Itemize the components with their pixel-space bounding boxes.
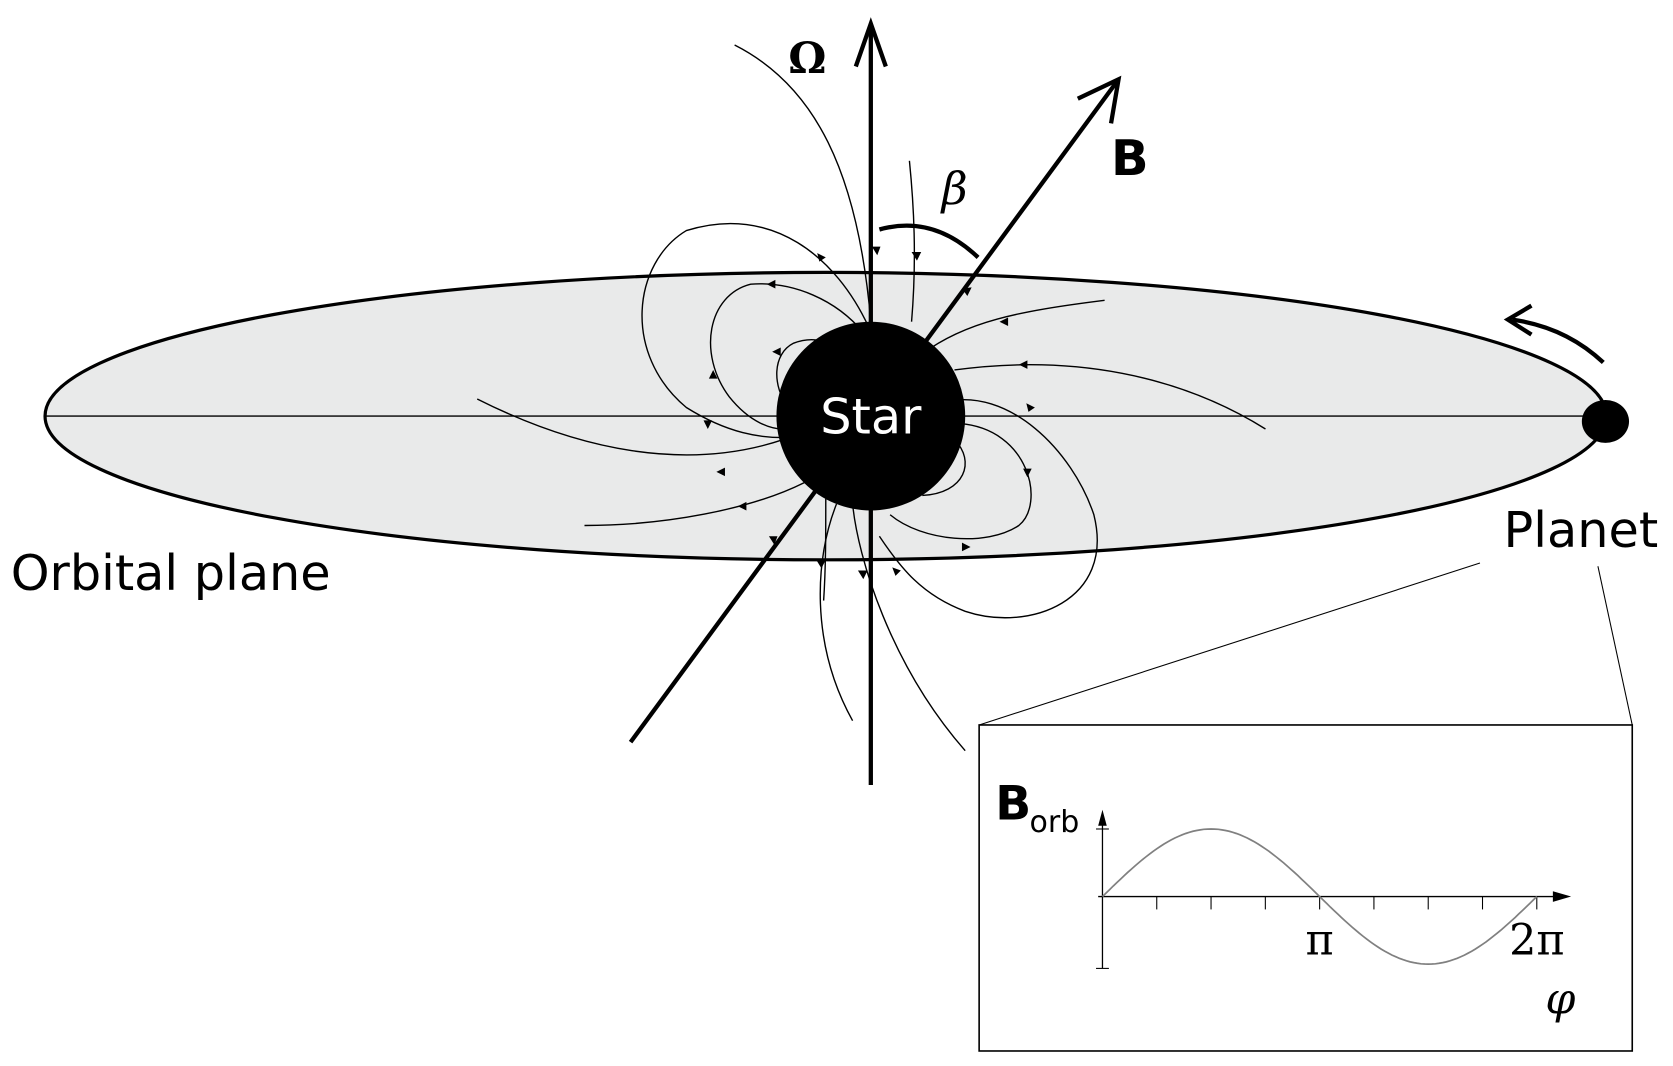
x-axis-arrowhead [1552, 891, 1572, 902]
planet [1581, 400, 1630, 443]
field-line [889, 422, 1032, 540]
magnetic-axis-arrowhead [1076, 75, 1122, 124]
callout-line [1597, 566, 1633, 726]
callout-line [978, 562, 1481, 726]
field-line [922, 439, 966, 497]
field-arrowheads [703, 246, 1035, 580]
field-line [921, 299, 1105, 355]
field-line [851, 503, 966, 752]
omega-label: Ω [788, 34, 826, 84]
x-tick-label: 2π [1509, 915, 1564, 965]
field-line [641, 222, 870, 439]
beta-label: β [940, 162, 968, 215]
x-axis-label: φ [1545, 974, 1575, 1024]
x-tick-label: π [1306, 915, 1334, 965]
field-line [584, 481, 805, 527]
field-line [709, 283, 864, 430]
inset-plot: B orb π 2π φ [978, 724, 1634, 1052]
star [776, 321, 966, 511]
orbit-direction-arrowhead [1503, 303, 1533, 337]
b-axis-label: B [1111, 129, 1149, 187]
field-line [476, 398, 784, 456]
beta-angle-arc [878, 223, 980, 259]
y-axis-label-main: B [995, 776, 1031, 831]
planet-label: Planet [1504, 501, 1659, 559]
star-label: Star [820, 387, 922, 445]
field-line [954, 364, 1266, 430]
b-orb-curve [1101, 828, 1538, 965]
field-line [734, 44, 872, 322]
magnetic-field-lines [476, 44, 1266, 752]
field-line [908, 160, 916, 322]
field-line [819, 503, 854, 722]
y-axis-label-sub: orb [1030, 805, 1080, 840]
field-line [878, 399, 1098, 619]
field-line [822, 498, 827, 601]
rotation-axis-arrowhead [853, 17, 888, 68]
y-axis-arrowhead [1098, 809, 1107, 826]
orbital-plane-label: Orbital plane [11, 544, 331, 602]
orbit-direction-arrow [1511, 317, 1605, 365]
